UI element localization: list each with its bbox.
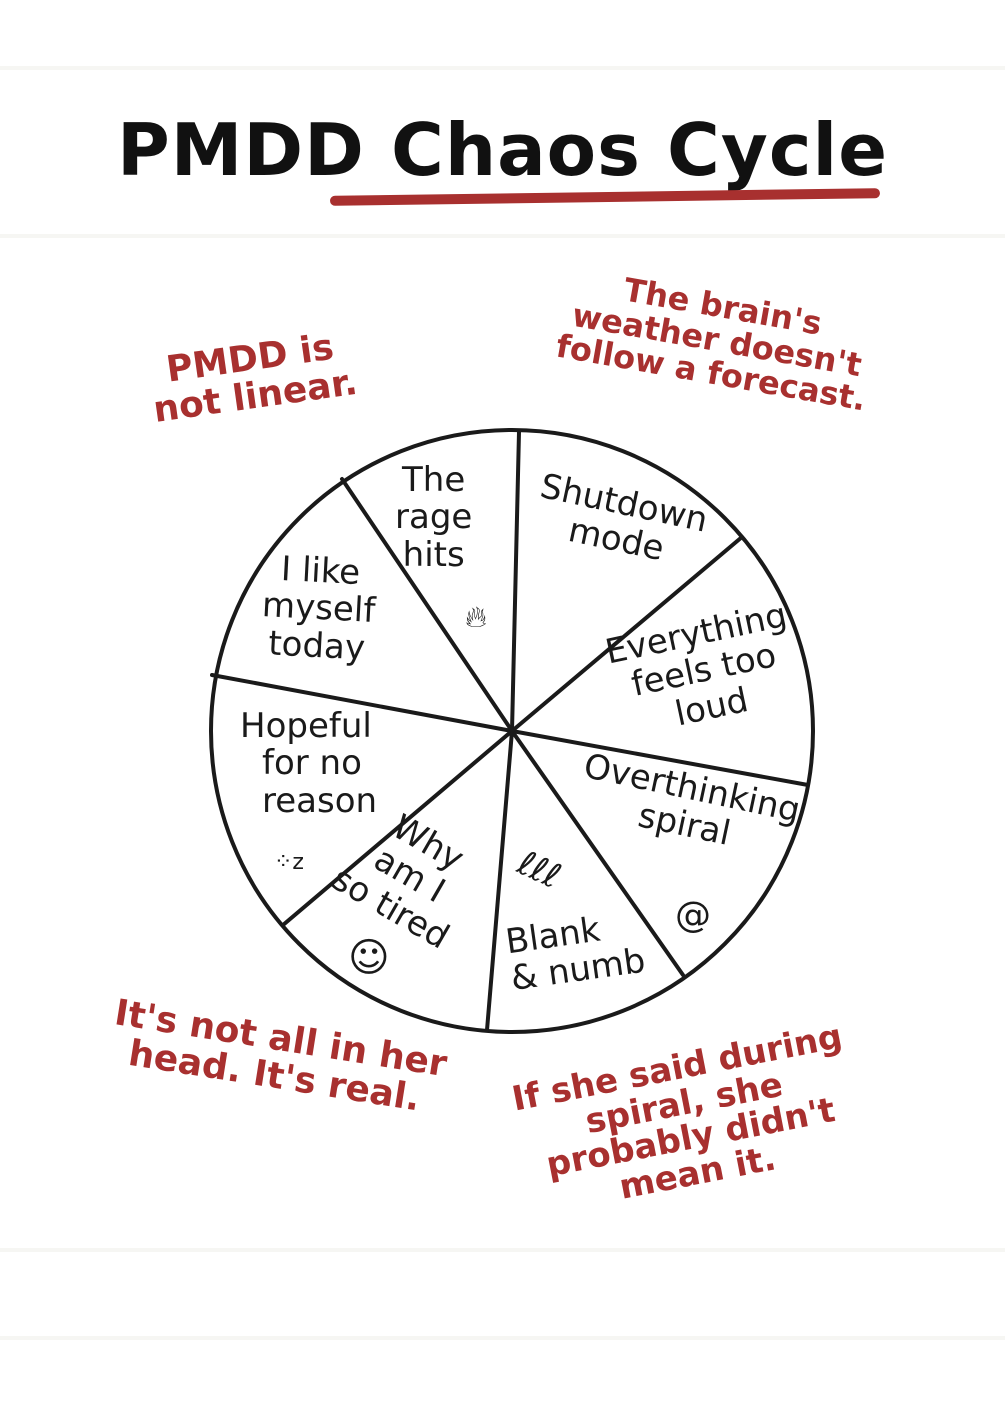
page-title: PMDD Chaos Cycle	[116, 108, 889, 192]
paper-line	[0, 1336, 1005, 1340]
segment-label: hits	[402, 534, 465, 575]
wheel-outline	[209, 428, 815, 1034]
segment-label: Hopeful	[240, 706, 372, 746]
spoke	[510, 729, 810, 787]
spoke	[510, 535, 744, 733]
segment-label: rage	[395, 497, 473, 538]
segment-label: reason	[262, 780, 378, 821]
spoke	[485, 729, 514, 1032]
sleepy-face-icon: ☺︎	[348, 935, 390, 981]
segment-label: for no	[262, 743, 362, 784]
paper-line	[0, 1248, 1005, 1252]
segment-hopeful: Hopeful for no reason	[240, 706, 378, 821]
segment-like-myself: I like myself today	[259, 549, 378, 669]
spoke	[510, 729, 685, 977]
spoke	[281, 729, 514, 927]
wheel-spokes	[210, 430, 810, 1032]
paper-line	[0, 234, 1005, 238]
segment-label: today	[267, 623, 367, 669]
spoke	[210, 673, 514, 733]
sparkle-z-icon: ⁘z	[274, 850, 304, 875]
paper-line	[0, 66, 1005, 70]
fire-icon: 🔥︎	[465, 600, 488, 635]
spiral-icon: @	[675, 895, 711, 936]
segment-label: The	[402, 460, 466, 500]
spoke	[510, 430, 521, 733]
spoke	[340, 477, 514, 733]
segment-rage: The rage hits	[395, 460, 473, 575]
